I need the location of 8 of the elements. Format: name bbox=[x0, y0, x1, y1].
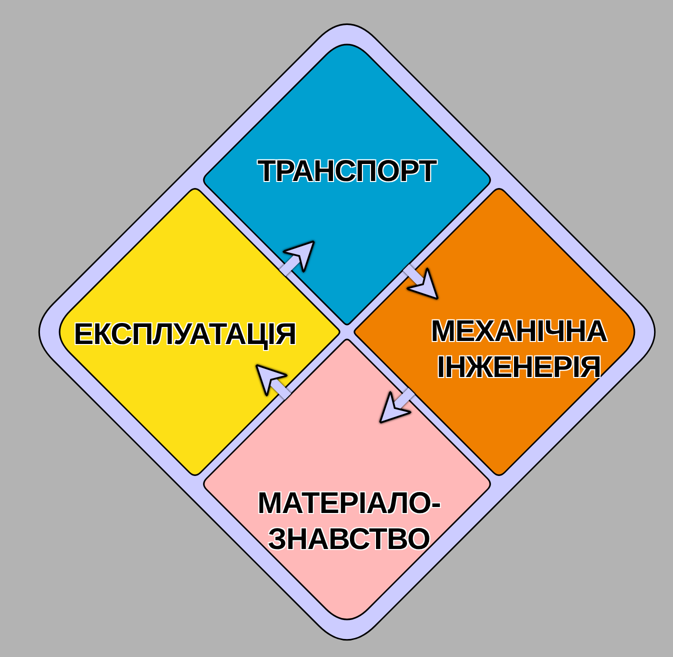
arrow bbox=[378, 388, 415, 424]
arrow bbox=[255, 364, 292, 400]
tile-label: ЕКСПЛУАТАЦІЯ bbox=[72, 317, 298, 353]
tile-label: МЕХАНІЧНА ІНЖЕНЕРІЯ bbox=[430, 314, 608, 386]
arrow bbox=[279, 240, 316, 276]
tile-label: МАТЕРІАЛО- ЗНАВСТВО bbox=[256, 486, 442, 558]
tile-label: ТРАНСПОРТ bbox=[256, 154, 438, 190]
arrow bbox=[402, 264, 439, 300]
